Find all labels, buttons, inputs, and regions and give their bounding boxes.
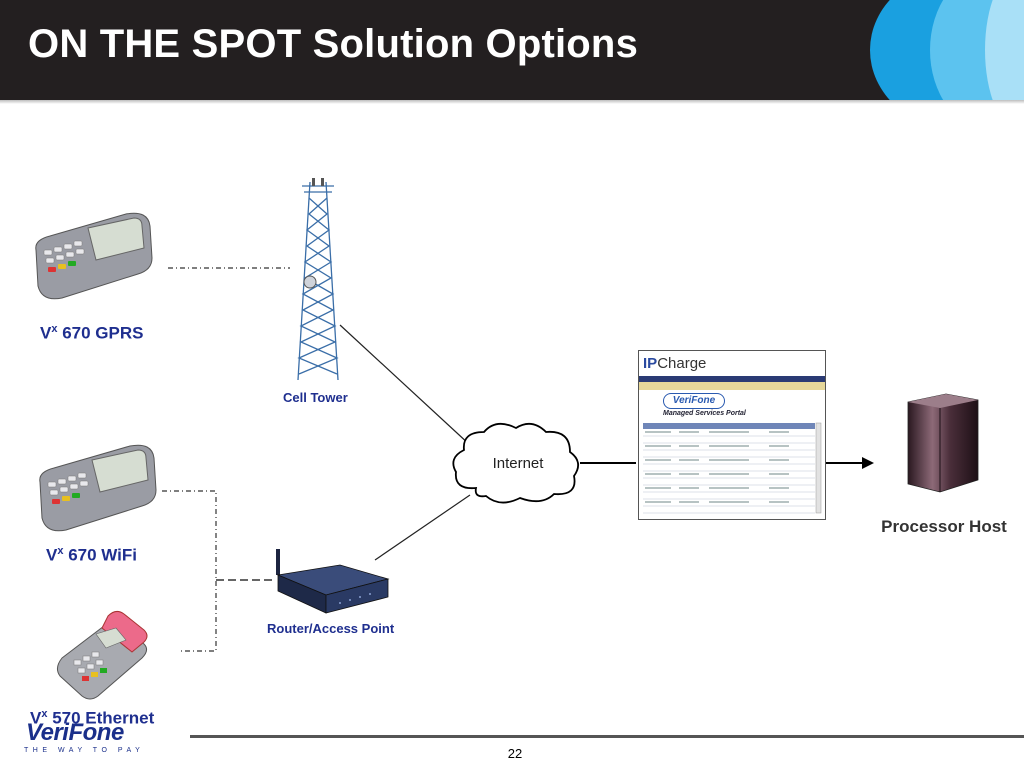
device-label-vx570-ethernet: Vx 570 Ethernet: [30, 708, 155, 728]
portal-menu-bar: [639, 382, 825, 390]
footer-rule: [190, 735, 1024, 738]
device-label-vx670-wifi: Vx 670 WiFi: [46, 545, 138, 565]
cell-tower-label: Cell Tower: [283, 390, 348, 405]
portal-nav-bar: [639, 376, 825, 382]
device-label-vx670-gprs: Vx 670 GPRS: [40, 323, 144, 343]
tower-internet-link: [339, 324, 471, 446]
vx570-ethernet-terminal-icon: [56, 610, 148, 700]
router-icon: [276, 549, 390, 614]
portal-title: Managed Services Portal: [663, 410, 746, 417]
lan-bracket: [162, 490, 217, 652]
router-label: Router/Access Point: [267, 621, 395, 636]
internet-cloud-icon: Internet: [452, 422, 580, 504]
verifone-logo-icon: VeriFone THE WAY TO PAY: [24, 719, 144, 754]
title-divider: [0, 100, 1024, 104]
verifone-logo-text: VeriFone: [26, 719, 124, 746]
cell-tower-icon: [297, 178, 339, 381]
verifone-tagline: THE WAY TO PAY: [24, 747, 144, 754]
vx670-wifi-terminal-icon: [39, 444, 157, 532]
managed-services-portal-screenshot: IPCharge VeriFone Managed Services Porta…: [638, 350, 826, 520]
title-bar: ON THE SPOT Solution Options: [0, 0, 1024, 100]
slide-title: ON THE SPOT Solution Options: [28, 22, 639, 66]
internet-label: Internet: [493, 455, 545, 472]
router-internet-link: [374, 494, 471, 561]
portal-report-table: [643, 422, 822, 514]
arrow-head-icon: [862, 457, 874, 469]
ipcharge-brand: IPCharge: [643, 355, 707, 372]
verifone-portal-logo: VeriFone: [663, 393, 725, 409]
processor-host-label: Processor Host: [881, 517, 1007, 536]
vx670-gprs-terminal-icon: [35, 212, 153, 300]
page-number: 22: [507, 746, 523, 761]
title-bar-accent: [870, 0, 1024, 100]
processor-host-server-icon: [907, 393, 979, 493]
